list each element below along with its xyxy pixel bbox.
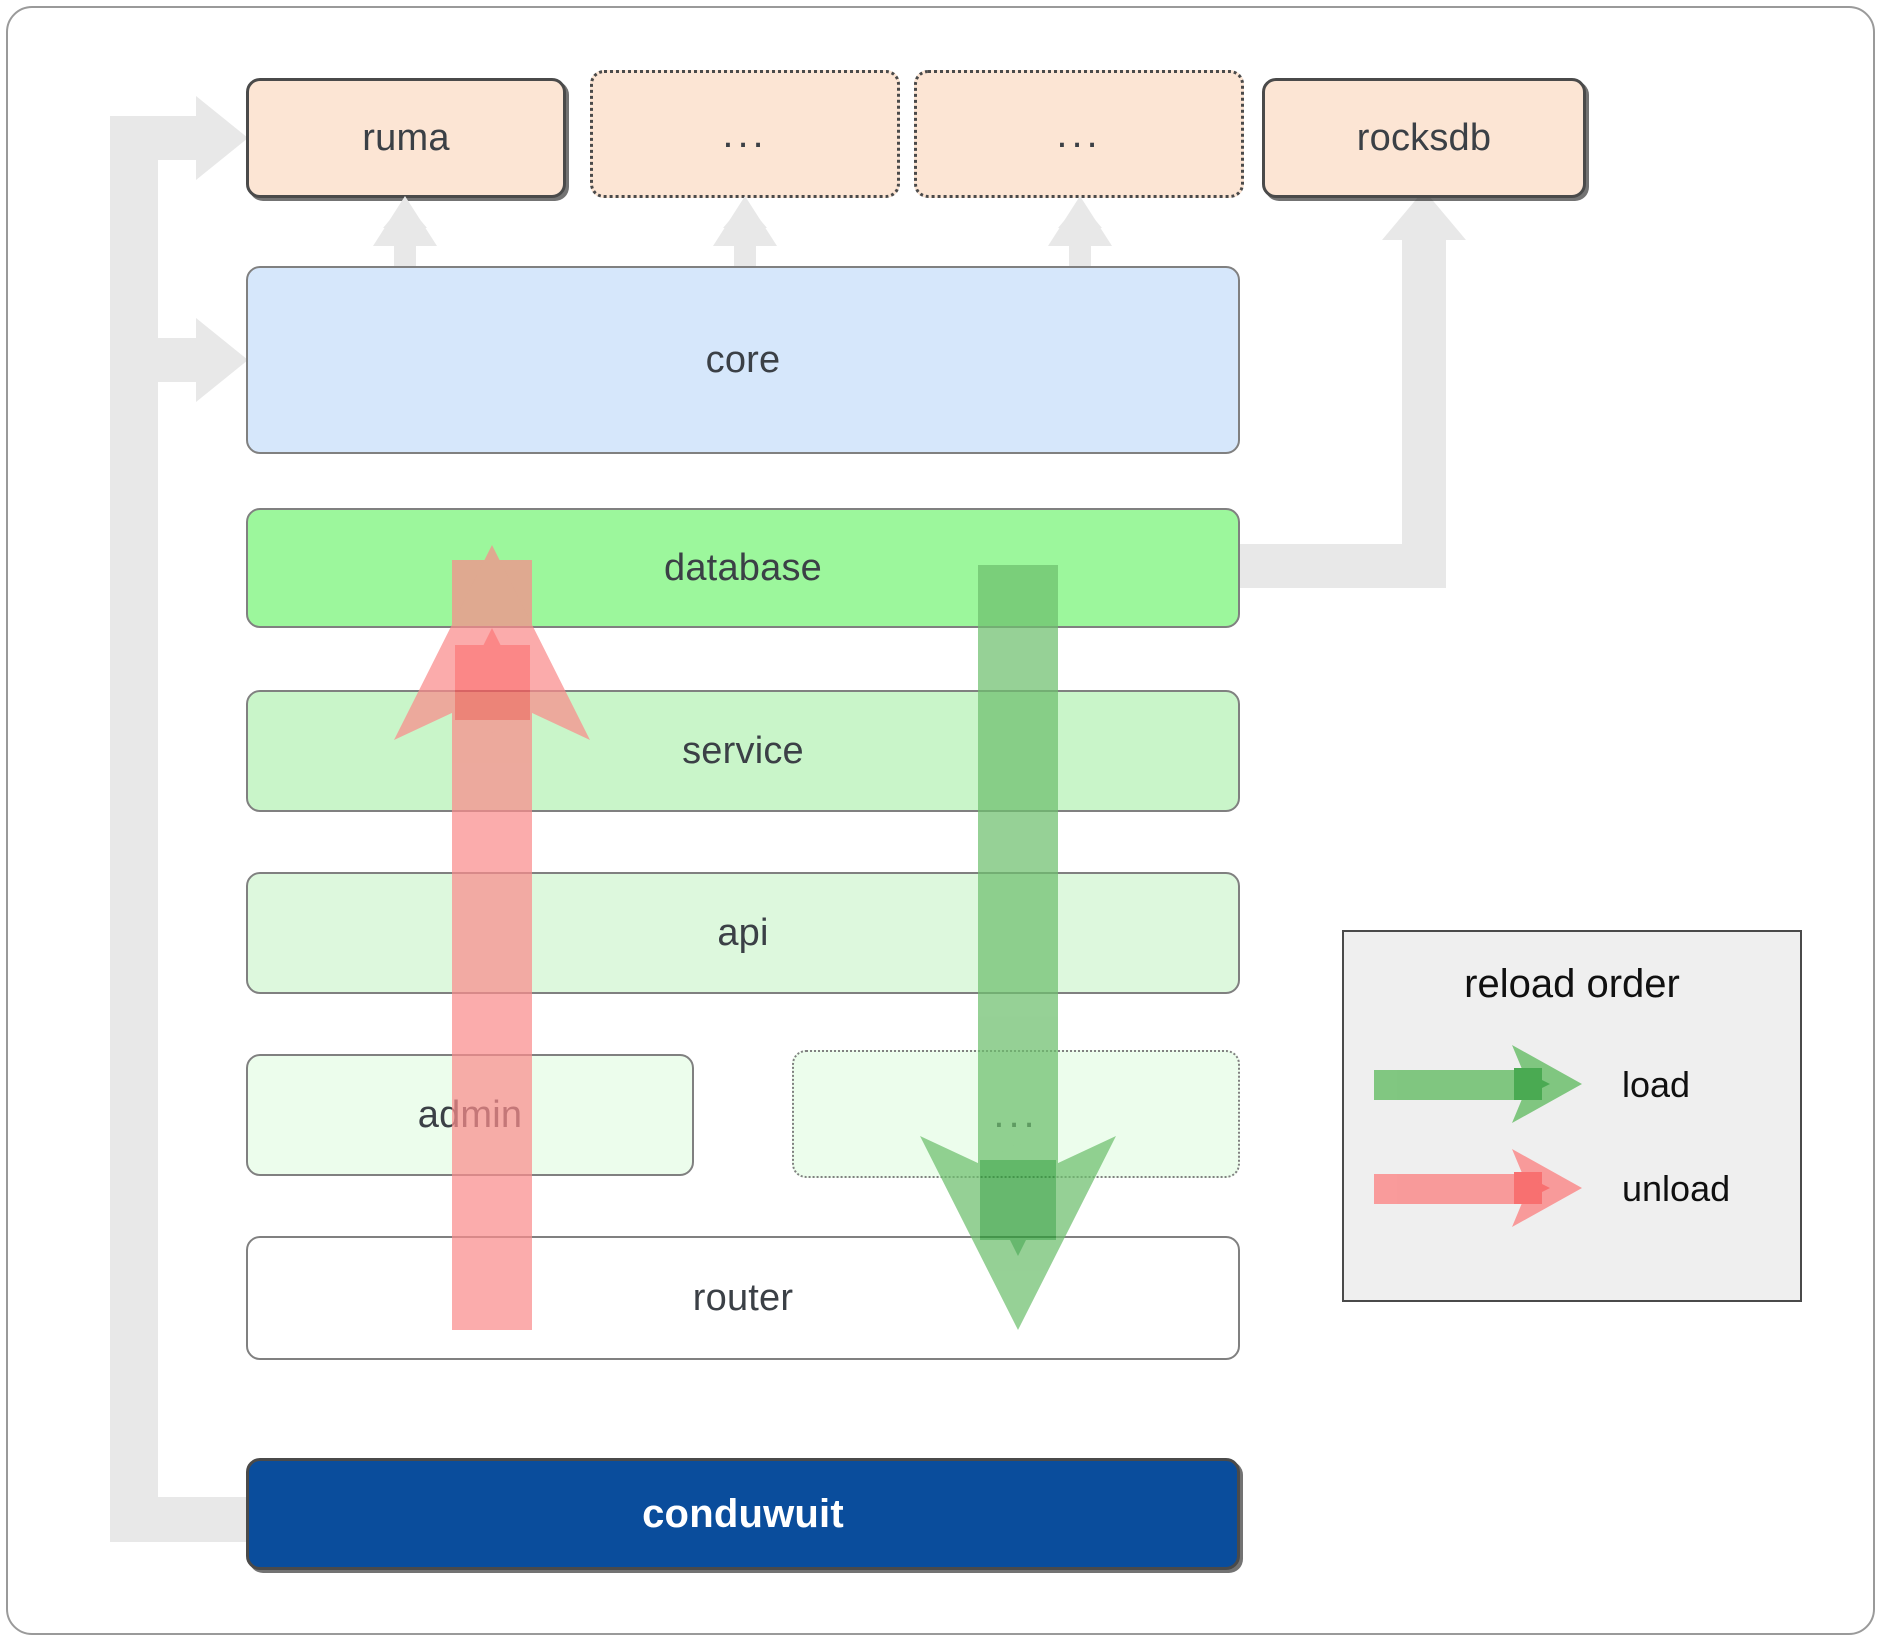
legend-label-unload: unload [1622,1168,1731,1209]
connector-database-to-rocksdb [1238,190,1466,588]
node-conduwuit[interactable]: conduwuit [246,1458,1240,1570]
node-dep-placeholder-2[interactable]: ... [914,70,1244,198]
node-api-label: api [717,911,769,954]
node-rocksdb-label: rocksdb [1356,116,1492,159]
node-ruma-label: ruma [362,116,450,159]
node-database-label: database [664,546,822,589]
arrow-core-to-dots-1-head [713,196,777,246]
connector-core-to-ruma [110,96,248,180]
node-core-label: core [705,338,781,381]
legend-label-load: load [1622,1064,1691,1105]
arrow-core-to-ruma-head [373,196,437,246]
node-conduwuit-label: conduwuit [642,1491,844,1536]
node-router-label: router [692,1276,794,1319]
arrow-core-to-dots-2-head [1048,196,1112,246]
legend-panel: reload order load unload [1342,930,1802,1302]
connector-conduwuit-trunk [110,138,158,1520]
node-rocksdb[interactable]: rocksdb [1262,78,1586,198]
connector-conduwuit-stub [110,1497,250,1542]
node-ruma[interactable]: ruma [246,78,566,198]
node-api[interactable]: api [246,872,1240,994]
legend-title: reload order [1464,962,1680,1006]
node-dep-placeholder-1[interactable]: ... [590,70,900,198]
legend-load-arrow [1374,1045,1582,1123]
node-service-label: service [682,729,804,772]
connector-conduwuit-to-core [110,318,248,402]
node-core[interactable]: core [246,266,1240,454]
legend-swatches [1374,1045,1582,1227]
legend-unload-arrow [1374,1149,1582,1227]
